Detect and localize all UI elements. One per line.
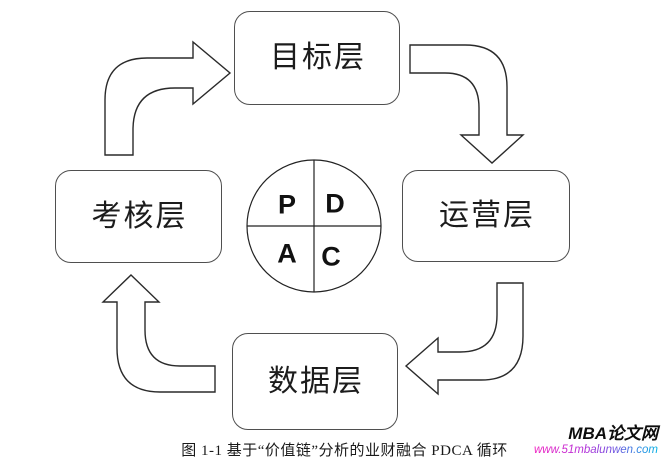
figure-caption: 图 1-1 基于“价值链”分析的业财融合 PDCA 循环 [181,443,508,459]
node-goal-layer: 目标层 [234,11,400,105]
pdca-letter-do: D [325,188,345,219]
node-operation-layer: 运营层 [402,170,570,262]
arrow-operation-to-data [404,282,524,396]
arrow-assessment-to-goal [104,40,232,156]
node-assessment-layer: 考核层 [55,170,222,263]
node-assessment-label: 考核层 [91,199,188,233]
node-goal-label: 目标层 [270,41,366,74]
pdca-letter-act: A [277,238,297,269]
node-data-label: 数据层 [268,364,364,398]
pdca-letter-check: C [321,241,341,272]
watermark: MBA论文网 www.51mbalunwen.com [533,424,658,456]
node-data-layer: 数据层 [232,333,398,430]
arrow-data-to-assessment [101,274,216,393]
arrow-goal-to-operation [409,44,525,164]
pdca-letter-plan: P [277,189,297,220]
watermark-site-name: MBA论文网 [568,424,658,443]
node-operation-label: 运营层 [439,199,535,232]
watermark-site-url: www.51mbalunwen.com [533,443,658,456]
